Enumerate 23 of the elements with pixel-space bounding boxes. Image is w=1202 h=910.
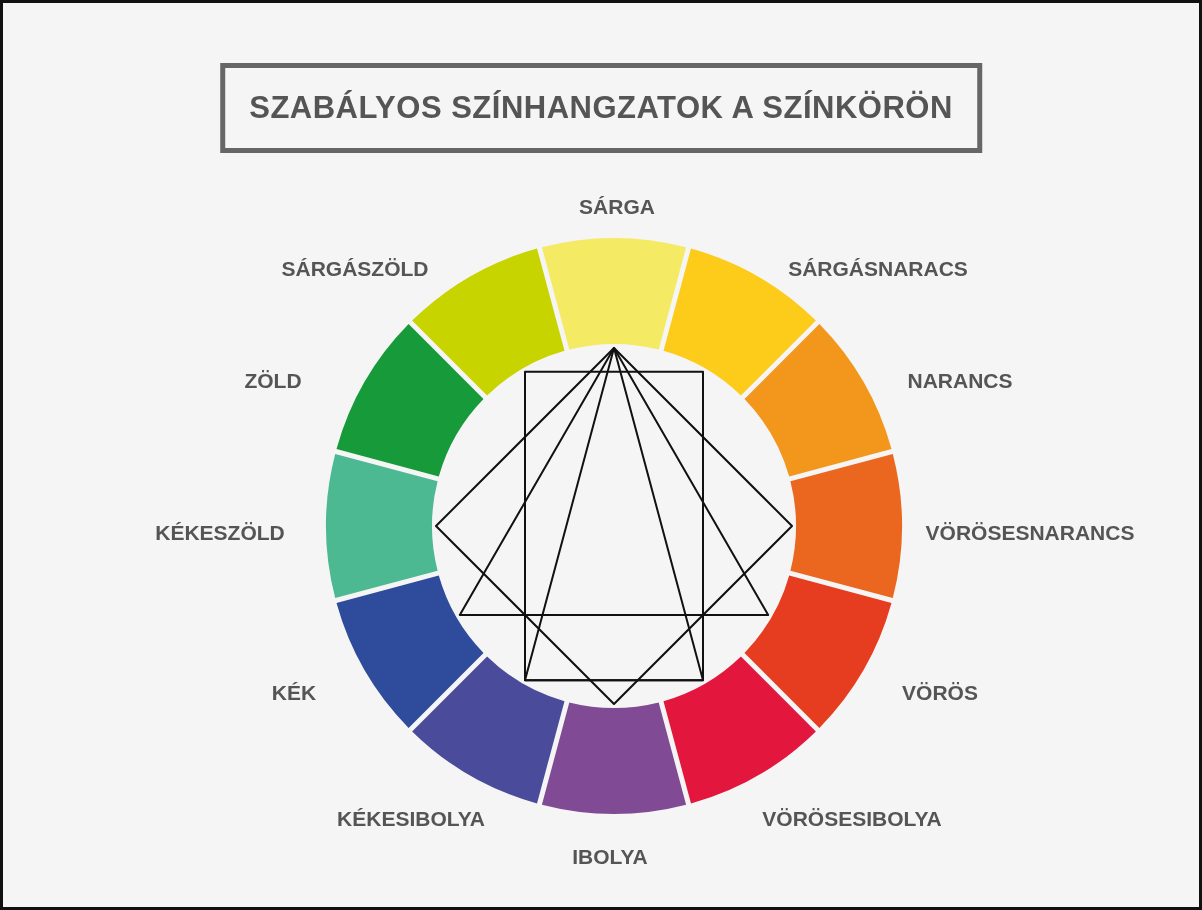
color-name-label: KÉK [271, 681, 317, 705]
color-name-label: ZÖLD [244, 369, 302, 393]
color-segment [790, 453, 902, 599]
color-segment [541, 702, 687, 814]
color-segment [412, 656, 565, 804]
title: SZABÁLYOS SZÍNHANGZATOK A SZÍNKÖRÖN [220, 63, 982, 153]
color-name-label: VÖRÖS [902, 681, 978, 705]
color-name-label: KÉKESIBOLYA [337, 807, 485, 831]
color-segment [541, 238, 687, 350]
color-name-label: IBOLYA [572, 845, 648, 869]
color-name-label: KÉKESZÖLD [155, 521, 285, 545]
color-name-label: SÁRGÁSNARACS [788, 257, 968, 281]
color-name-label: VÖRÖSESNARANCS [925, 521, 1135, 545]
color-name-label: VÖRÖSESIBOLYA [762, 807, 942, 831]
color-segment [744, 575, 892, 728]
color-name-label: NARANCS [907, 369, 1013, 393]
color-segment [326, 453, 438, 599]
color-segment [336, 324, 484, 477]
color-segment [744, 324, 892, 477]
color-segment [336, 575, 484, 728]
color-name-label: SÁRGÁSZÖLD [281, 257, 429, 281]
color-segment [663, 656, 816, 804]
color-name-label: SÁRGA [579, 195, 655, 219]
